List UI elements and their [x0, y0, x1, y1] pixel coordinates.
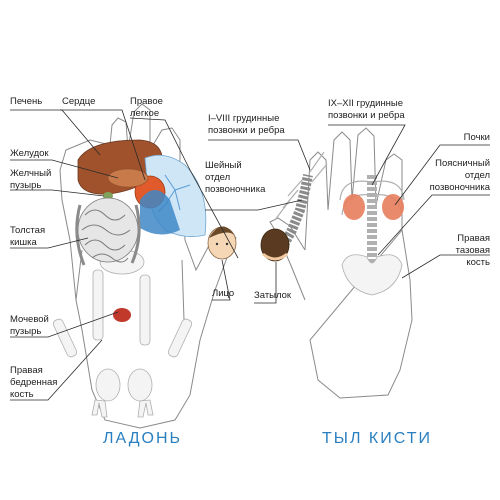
- label-liver: Печень: [10, 96, 43, 107]
- label-thoracic-9-12: IX–XII грудинные позвонки и ребра: [328, 98, 405, 121]
- face-shape: [207, 226, 237, 260]
- back-hand-outline: [269, 127, 413, 399]
- intestine-shape: [75, 197, 141, 266]
- bladder-shape: [113, 308, 131, 322]
- leader-lines: [10, 109, 490, 401]
- label-face: Лицо: [212, 288, 235, 299]
- label-heart: Сердце: [62, 96, 96, 107]
- label-lumbar: Поясничный отдел позвоночника: [429, 158, 490, 193]
- label-thoracic-1-8: I–VIII грудинные позвонки и ребра: [208, 113, 285, 136]
- kidney-left-shape: [343, 194, 365, 220]
- cervical-spine-shape: [277, 174, 313, 251]
- occiput-shape: [260, 228, 290, 262]
- label-kidneys: Почки: [463, 132, 490, 143]
- label-bladder: Мочевой пузырь: [10, 314, 49, 337]
- label-femur: Правая бедренная кость: [10, 365, 58, 400]
- lung-vessels: [157, 174, 191, 213]
- label-cervical: Шейный отдел позвоночника: [205, 160, 266, 195]
- label-gallbladder: Желчный пузырь: [10, 168, 52, 191]
- back-skeleton: [260, 151, 405, 296]
- back-caption: ТЫЛ КИСТИ: [322, 430, 432, 447]
- label-colon: Толстая кишка: [10, 225, 46, 248]
- label-occiput: Затылок: [254, 290, 292, 301]
- aorta-shape: [140, 190, 180, 235]
- label-stomach: Желудок: [10, 148, 49, 159]
- stomach-shape: [107, 168, 149, 188]
- label-right-lung: Правое легкое: [130, 96, 163, 119]
- palm-hand-outline: [59, 103, 237, 429]
- palm-caption: ЛАДОНЬ: [103, 430, 183, 447]
- label-pelvis: Правая тазовая кость: [455, 233, 490, 268]
- pelvis-shape: [341, 254, 403, 296]
